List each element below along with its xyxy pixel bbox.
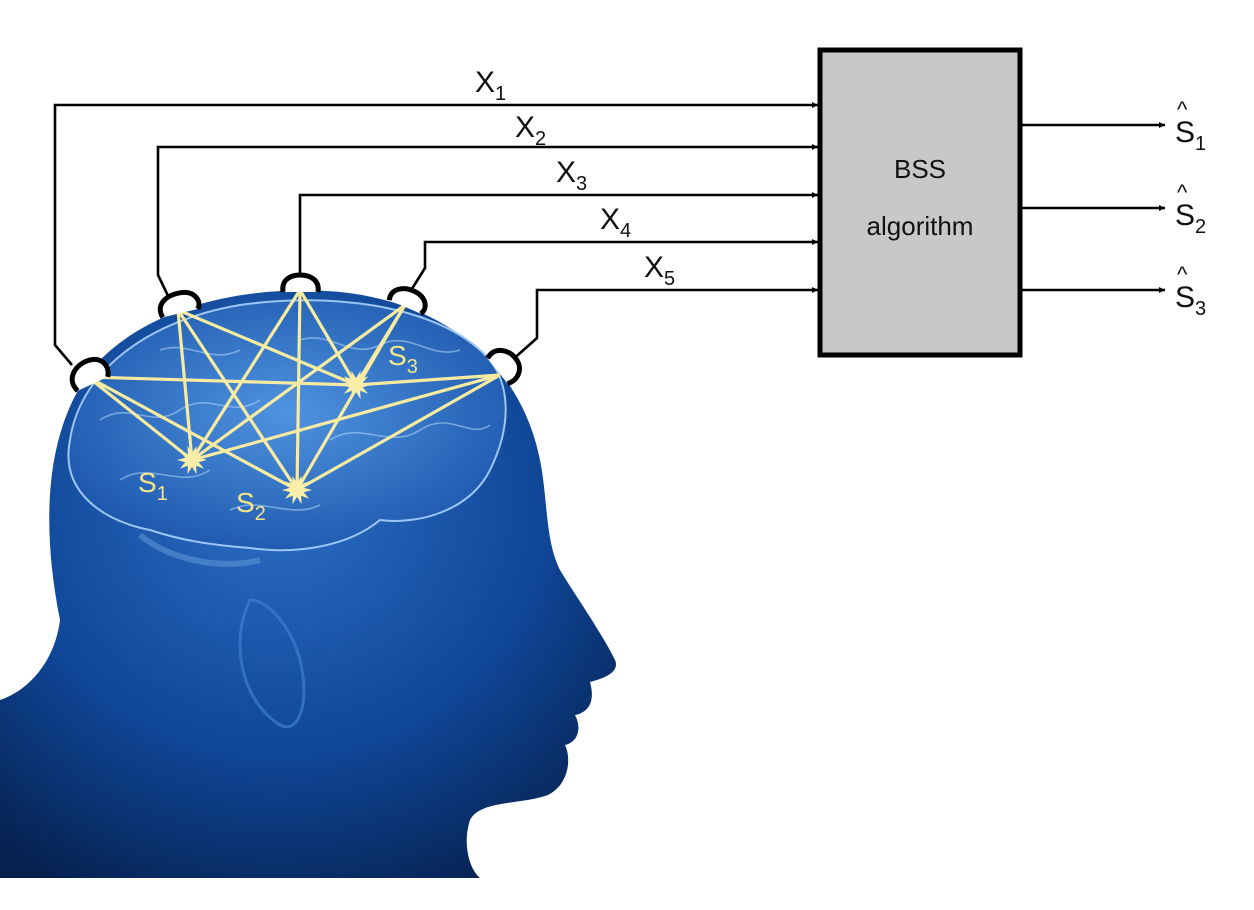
output-label-2: ^ S2 <box>1175 180 1206 238</box>
brain-folds <box>99 337 491 511</box>
source-star-2 <box>282 475 312 505</box>
wire-5 <box>509 287 818 363</box>
input-label-1: X1 <box>475 66 506 105</box>
block-subtitle: algorithm <box>867 211 974 241</box>
electrode-4 <box>386 286 428 316</box>
ray-e3-s2 <box>295 289 302 491</box>
electrode-3 <box>280 272 321 293</box>
bss-algorithm-block <box>817 47 1023 358</box>
svg-text:^: ^ <box>1177 180 1188 205</box>
electrode-5 <box>485 347 522 387</box>
input-label-5: X5 <box>644 251 675 290</box>
wire-4 <box>408 239 818 293</box>
svg-text:S1: S1 <box>1175 116 1206 155</box>
ray-e3-s3 <box>298 289 358 386</box>
ray-e2-s2 <box>176 309 299 491</box>
output-label-3: ^ S3 <box>1175 262 1206 320</box>
wire-1 <box>53 102 818 366</box>
wire-2 <box>156 144 818 301</box>
ray-e1-s2 <box>87 375 298 492</box>
source-star-1 <box>177 445 207 475</box>
wire-3 <box>298 192 818 280</box>
input-label-4: X4 <box>600 203 631 242</box>
ray-e5-s2 <box>296 373 501 492</box>
ray-e5-s3 <box>355 373 501 387</box>
svg-text:^: ^ <box>1177 262 1188 287</box>
ray-e4-s3 <box>354 304 407 386</box>
ear <box>238 598 306 729</box>
ray-e2-s3 <box>177 308 357 387</box>
source-star-3 <box>341 370 371 400</box>
electrodes <box>69 272 522 393</box>
input-label-2: X2 <box>515 111 546 150</box>
ray-e1-s1 <box>87 375 193 462</box>
svg-text:S2: S2 <box>1175 199 1206 238</box>
ray-e3-s1 <box>190 289 302 461</box>
cerebellum <box>138 532 261 567</box>
block-title: BSS <box>894 154 946 184</box>
ray-e4-s1 <box>191 303 406 462</box>
ray-e5-s1 <box>191 373 501 462</box>
electrode-1 <box>69 356 111 393</box>
output-label-1: ^ S1 <box>1175 97 1206 155</box>
brain <box>67 299 507 552</box>
ray-e2-s1 <box>176 309 194 461</box>
source-label-3: S3 <box>388 340 418 378</box>
svg-text:^: ^ <box>1177 97 1188 122</box>
sources <box>177 370 371 505</box>
source-label-2: S2 <box>236 487 266 525</box>
source-label-1: S1 <box>138 467 168 505</box>
ray-e1-s3 <box>87 375 357 387</box>
electrode-wires <box>53 102 818 366</box>
signal-rays <box>87 289 501 492</box>
svg-text:S3: S3 <box>1175 281 1206 320</box>
electrode-2 <box>157 290 202 319</box>
input-label-3: X3 <box>556 156 587 195</box>
output-arrows <box>1020 122 1165 293</box>
